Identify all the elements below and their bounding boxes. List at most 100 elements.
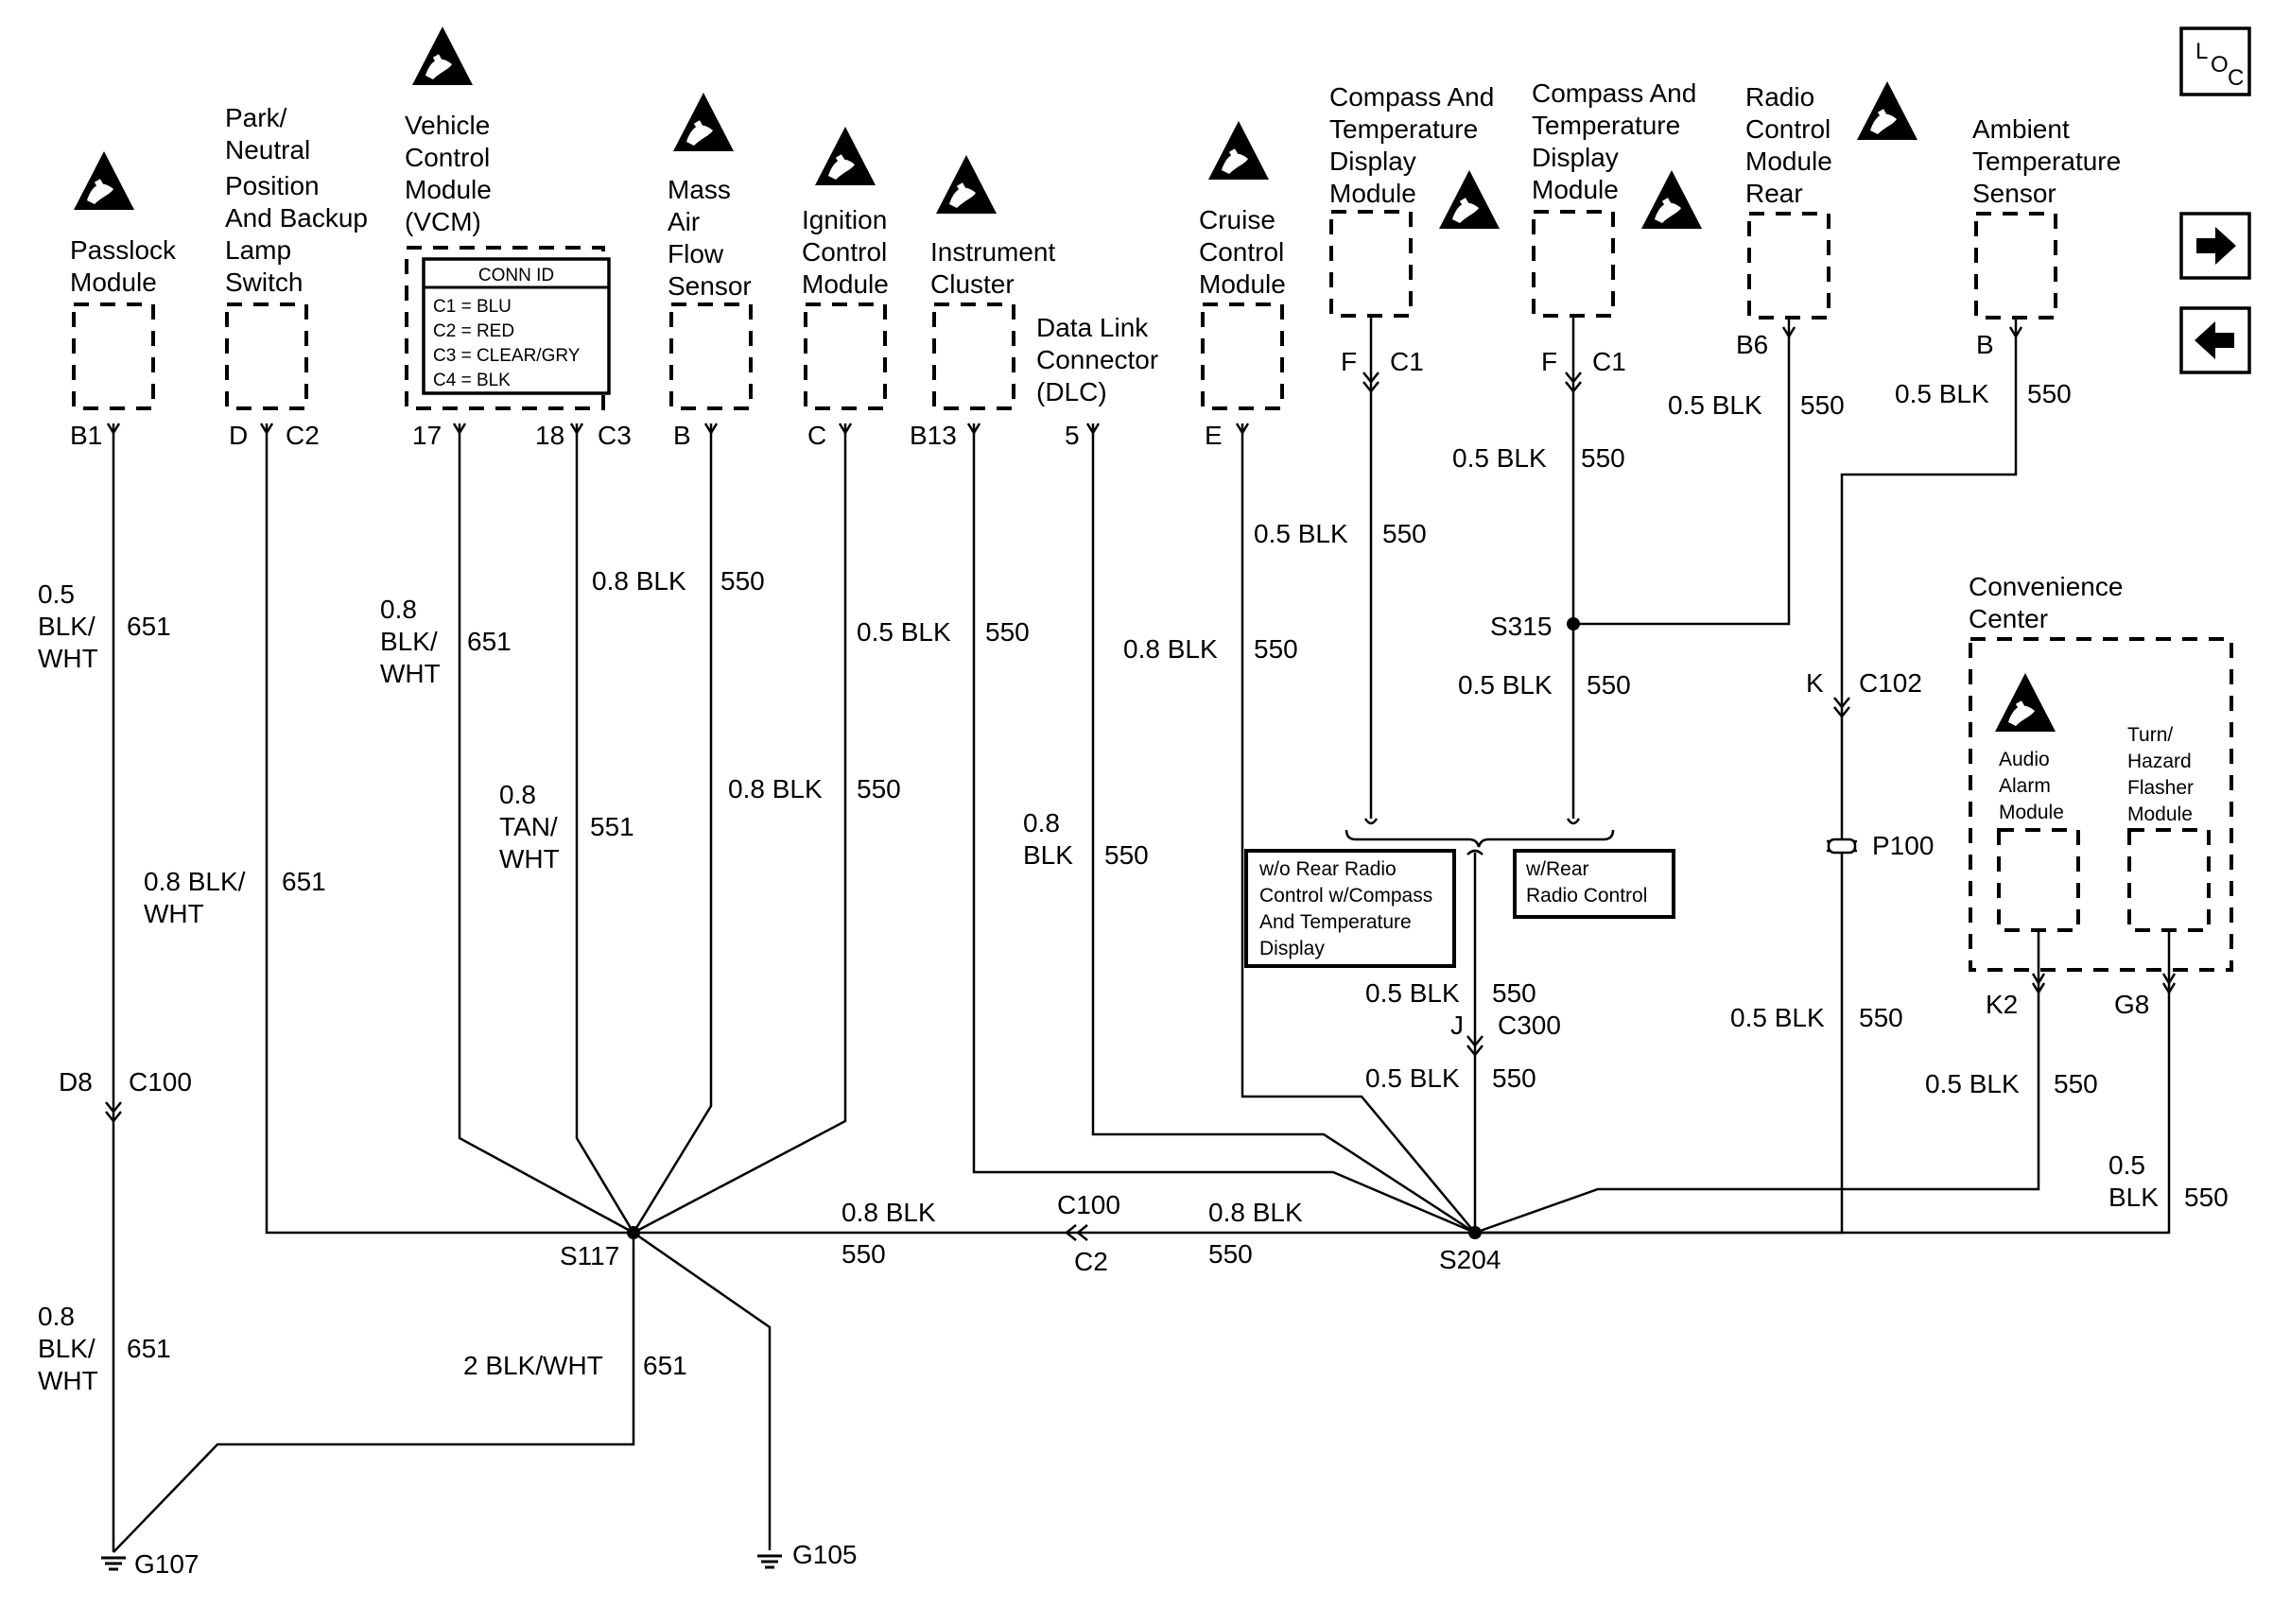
arrow-right-icon bbox=[2196, 227, 2236, 265]
svg-text:O: O bbox=[2211, 52, 2229, 78]
ground-label: G105 bbox=[792, 1540, 858, 1569]
wire-size: 0.8 bbox=[380, 595, 417, 624]
wire-circuit: 550 bbox=[720, 566, 765, 596]
wire-circuit: 550 bbox=[1492, 1063, 1536, 1093]
locator-icon[interactable]: L O C bbox=[2179, 26, 2251, 96]
wire-size: 0.8 bbox=[38, 1302, 75, 1331]
ground-g105-icon bbox=[755, 1554, 784, 1569]
wire-circuit: 550 bbox=[1800, 390, 1845, 420]
wire-size: 0.8 bbox=[499, 780, 536, 809]
wire-label: 0.8 BLK bbox=[592, 566, 686, 596]
connector-label: D8 bbox=[59, 1067, 93, 1097]
wire-circuit: 550 bbox=[857, 774, 901, 803]
wire-circuit: 651 bbox=[467, 627, 512, 656]
wire-circuit: 651 bbox=[127, 612, 171, 641]
wire-color: WHT bbox=[38, 1366, 98, 1395]
connector-label: J bbox=[1450, 1011, 1464, 1040]
pin-label: K2 bbox=[1986, 990, 2018, 1019]
connector-label: C102 bbox=[1859, 668, 1922, 698]
previous-page-button[interactable] bbox=[2179, 306, 2251, 374]
wire-circuit: 550 bbox=[842, 1239, 886, 1269]
wire-label: 0.5 BLK bbox=[1730, 1003, 1825, 1032]
wire-circuit: 550 bbox=[1382, 519, 1427, 548]
ipc-box bbox=[932, 302, 1015, 410]
esd-warning-icon bbox=[74, 151, 134, 210]
connector-label: P100 bbox=[1872, 831, 1934, 860]
wire-label: 0.5 BLK bbox=[1925, 1069, 2020, 1098]
wire-color: WHT bbox=[499, 844, 560, 873]
splice-label: S204 bbox=[1439, 1245, 1501, 1274]
pin-label: C1 bbox=[1592, 347, 1626, 376]
splice-s315-dot bbox=[1567, 617, 1580, 631]
ground-label: G107 bbox=[134, 1549, 200, 1579]
pin-label: B bbox=[673, 421, 691, 450]
pin-label: C1 bbox=[1390, 347, 1424, 376]
wire-size: 0.5 bbox=[38, 579, 75, 609]
pin-label: B13 bbox=[910, 421, 957, 450]
wire-size: 0.5 bbox=[2108, 1150, 2145, 1180]
conn-id-c3: C3 = CLEAR/GRY bbox=[433, 346, 581, 366]
pin-label: B1 bbox=[70, 421, 102, 450]
wire-circuit: 550 bbox=[1104, 840, 1149, 870]
next-page-button[interactable] bbox=[2179, 212, 2251, 280]
pin-label: F bbox=[1541, 347, 1557, 376]
wire-label: 0.8 BLK bbox=[1208, 1198, 1303, 1227]
esd-warning-icon bbox=[1439, 170, 1500, 229]
wire-label: 0.5 BLK bbox=[1458, 670, 1553, 700]
compass-1-box bbox=[1329, 210, 1413, 318]
wire-circuit: 550 bbox=[1859, 1003, 1903, 1032]
turn-flasher-box bbox=[2127, 828, 2211, 932]
pin-label: C2 bbox=[286, 421, 320, 450]
wire-color: BLK bbox=[1023, 840, 1073, 870]
wire-size: 0.8 BLK/ bbox=[144, 867, 246, 896]
conn-id-title: CONN ID bbox=[478, 266, 554, 285]
esd-warning-icon bbox=[936, 155, 997, 214]
esd-warning-icon bbox=[412, 26, 473, 85]
connector-label: C300 bbox=[1498, 1011, 1561, 1040]
park-switch-box bbox=[225, 302, 308, 410]
wire-color: WHT bbox=[144, 899, 204, 928]
wire-color: BLK/ bbox=[380, 627, 438, 656]
splice-label: S315 bbox=[1490, 612, 1552, 641]
wire-label: 0.8 BLK bbox=[728, 774, 823, 803]
pin-label: 18 bbox=[535, 421, 564, 450]
conn-id-table: CONN ID C1 = BLU C2 = RED C3 = CLEAR/GRY… bbox=[422, 257, 611, 395]
esd-warning-icon bbox=[1995, 673, 2056, 732]
wire-color: WHT bbox=[380, 659, 441, 688]
compass-2-box bbox=[1532, 210, 1615, 318]
cruise-box bbox=[1201, 302, 1284, 410]
wire-color: BLK/ bbox=[38, 1334, 95, 1363]
arrow-left-icon bbox=[2195, 321, 2234, 359]
esd-warning-icon bbox=[1208, 121, 1269, 180]
passlock-module-box bbox=[72, 302, 155, 410]
wire-circuit: 550 bbox=[1581, 443, 1625, 473]
icm-box bbox=[804, 302, 887, 410]
pin-label: B6 bbox=[1736, 330, 1768, 359]
wire-circuit: 550 bbox=[985, 617, 1030, 647]
pin-label: D bbox=[229, 421, 248, 450]
wire-label: 0.5 BLK bbox=[1365, 978, 1460, 1008]
wire-color: WHT bbox=[38, 644, 98, 673]
pin-label: G8 bbox=[2114, 990, 2149, 1019]
wire-label: 0.8 BLK bbox=[842, 1198, 936, 1227]
ambient-box bbox=[1974, 212, 2057, 320]
pin-label: C3 bbox=[598, 421, 632, 450]
wire-circuit: 651 bbox=[282, 867, 326, 896]
pin-label: E bbox=[1205, 421, 1223, 450]
esd-warning-icon bbox=[815, 127, 876, 185]
splice-s117-dot bbox=[627, 1226, 640, 1239]
